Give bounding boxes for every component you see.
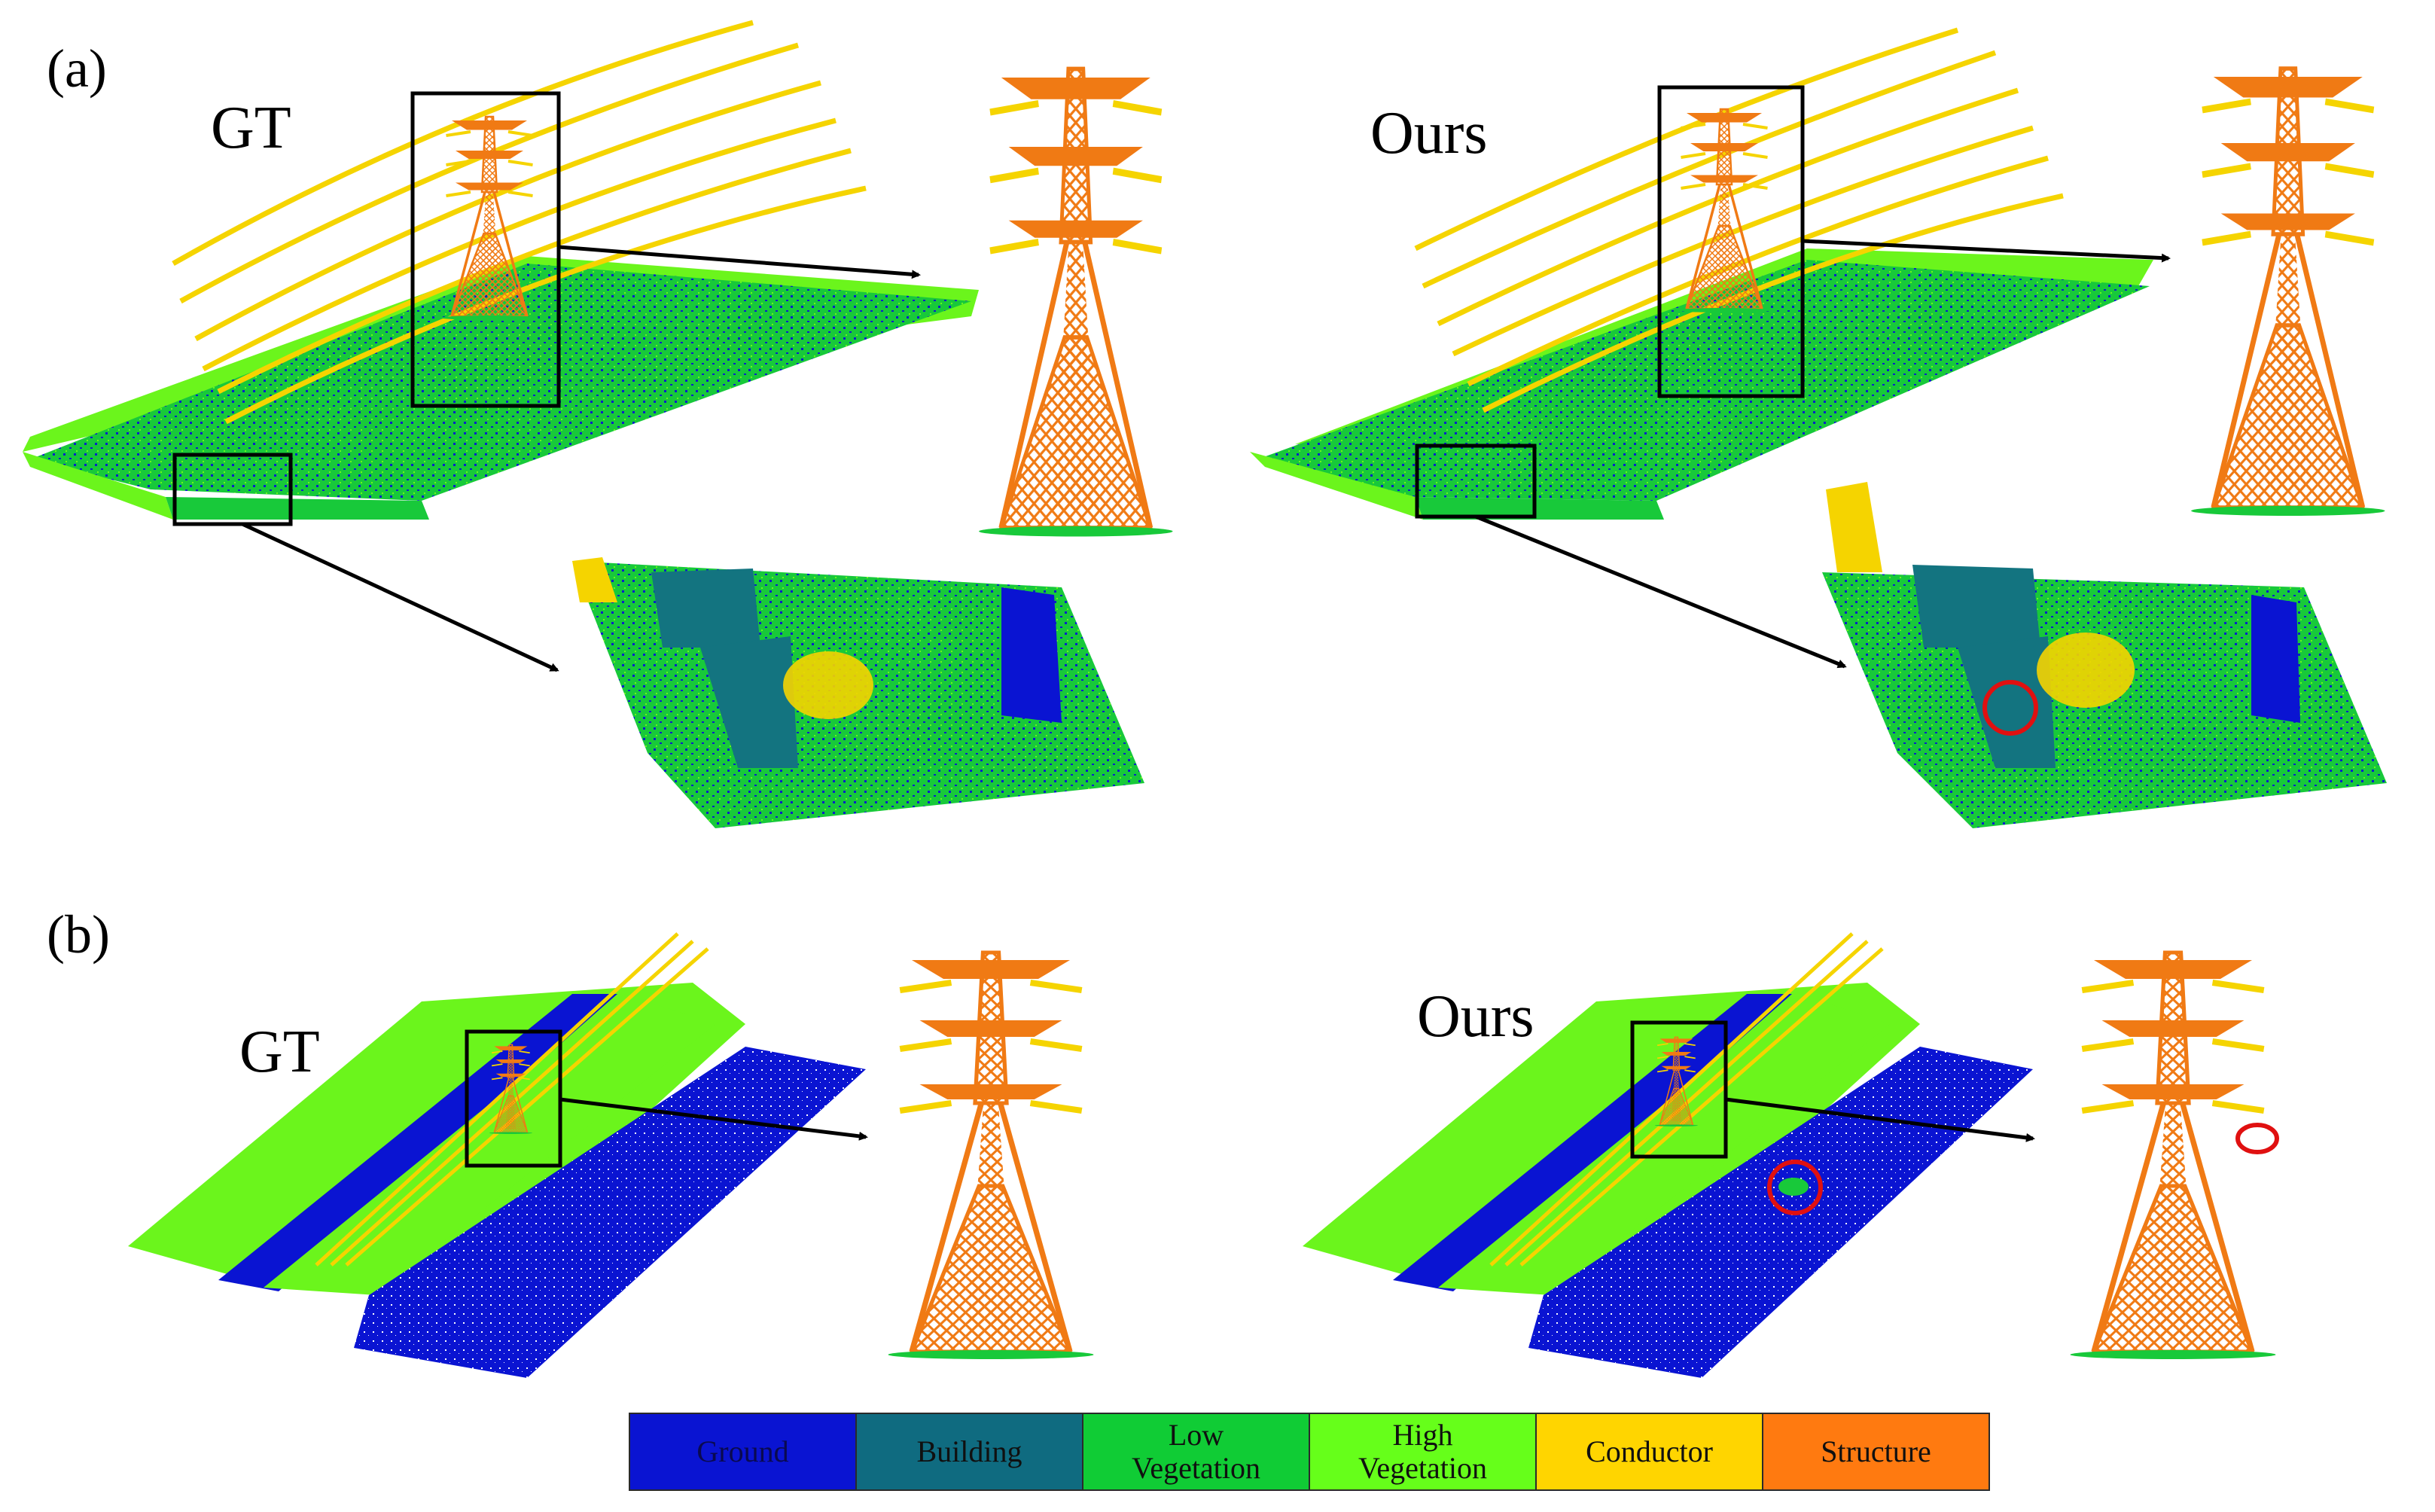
legend-item-building: Building xyxy=(857,1414,1083,1489)
legend-item-structure: Structure xyxy=(1763,1414,1989,1489)
legend-item-conductor: Conductor xyxy=(1537,1414,1763,1489)
panel-a-gt-conductors xyxy=(172,20,867,425)
panel-a-ours-conductors xyxy=(1414,27,2064,413)
legend-item-high-vegetation: High Vegetation xyxy=(1310,1414,1537,1489)
panel-a-label: (a) xyxy=(47,38,107,99)
panel-a-gt-scene xyxy=(23,20,979,672)
panel-b-ours-title: Ours xyxy=(1417,983,1534,1050)
panel-a-gt-building-zoom xyxy=(572,557,1144,828)
panel-a-gt-tower-zoom xyxy=(979,69,1172,537)
panel-a-gt-title: GT xyxy=(211,95,291,161)
panel-b-ours-tower-error-circle xyxy=(2235,1123,2279,1154)
panel-a-gt-building-box xyxy=(172,453,293,526)
panel-a-ours-title: Ours xyxy=(1370,100,1488,166)
panel-b-gt-tower-zoom xyxy=(888,953,1094,1359)
panel-a-ours-scene xyxy=(1250,27,2171,669)
legend-item-ground: Ground xyxy=(630,1414,857,1489)
panel-b-label: (b) xyxy=(47,904,110,965)
panel-b-gt-tower-box xyxy=(465,1029,562,1168)
panel-b-gt-scene xyxy=(128,932,868,1378)
panel-a-ours-building-zoom xyxy=(1822,482,2387,828)
panel-b-ours-scene xyxy=(1303,932,2035,1378)
panel-b-gt-title: GT xyxy=(239,1019,320,1085)
legend-item-low-vegetation: Low Vegetation xyxy=(1083,1414,1310,1489)
panel-b-ours-ground-error-circle xyxy=(1767,1160,1823,1215)
panel-b-ours-tower-box xyxy=(1630,1020,1728,1159)
panel-a-gt-tower-box xyxy=(410,91,561,408)
panel-b-ours-tower-zoom xyxy=(2071,953,2276,1359)
panel-a-ours-error-circle xyxy=(1982,680,2038,736)
panel-a-ours-tower-zoom xyxy=(2191,69,2385,516)
